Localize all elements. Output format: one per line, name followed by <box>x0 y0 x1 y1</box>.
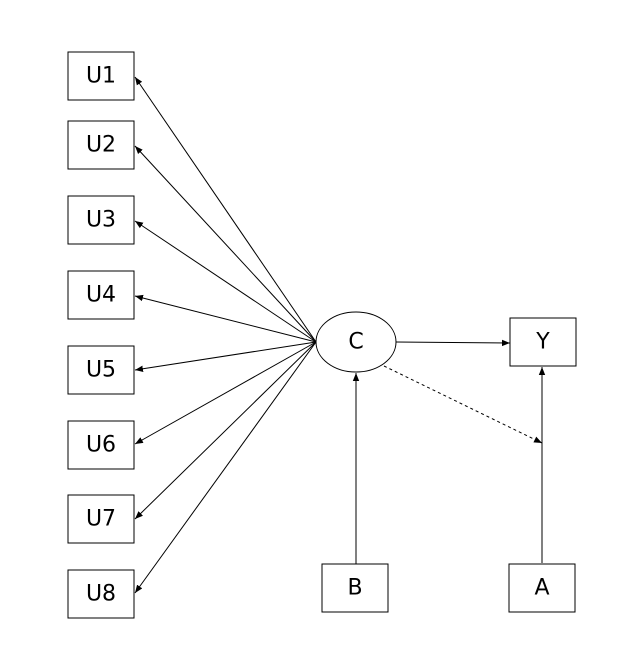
edges-c-to-u <box>134 76 317 594</box>
node-a-label: A <box>534 576 549 601</box>
node-u3-label: U3 <box>86 208 116 233</box>
node-u7-label: U7 <box>86 507 116 532</box>
node-u2-label: U2 <box>86 133 116 158</box>
node-u3[interactable]: U3 <box>67 195 135 245</box>
edge-c-u2 <box>134 145 317 343</box>
node-u5[interactable]: U5 <box>67 345 135 395</box>
node-u2[interactable]: U2 <box>67 120 135 170</box>
edge-c-u4 <box>134 294 317 343</box>
edge-c-y <box>395 339 511 347</box>
edge-c-to-a-y-dashed <box>383 365 543 444</box>
node-u4[interactable]: U4 <box>67 270 135 320</box>
node-y[interactable]: Y <box>509 317 577 367</box>
node-u7[interactable]: U7 <box>67 494 135 544</box>
node-u6-label: U6 <box>86 433 116 458</box>
edge-c-u1 <box>134 76 317 343</box>
node-u6[interactable]: U6 <box>67 420 135 470</box>
node-u4-label: U4 <box>86 283 116 308</box>
node-y-label: Y <box>535 330 550 355</box>
node-u1-label: U1 <box>86 64 116 89</box>
node-c-label: C <box>348 330 363 355</box>
node-b[interactable]: B <box>321 563 389 613</box>
node-c[interactable]: C <box>315 311 397 373</box>
edge-c-u5 <box>134 341 317 372</box>
node-b-label: B <box>347 576 362 601</box>
edge-c-u6 <box>134 341 317 445</box>
node-u5-label: U5 <box>86 358 116 383</box>
node-a[interactable]: A <box>508 563 576 613</box>
node-u1[interactable]: U1 <box>67 51 135 101</box>
node-u8-label: U8 <box>86 582 116 607</box>
edge-c-u3 <box>134 220 317 343</box>
node-u8[interactable]: U8 <box>67 569 135 619</box>
edge-c-u7 <box>134 341 317 520</box>
edge-c-u8 <box>134 341 317 594</box>
